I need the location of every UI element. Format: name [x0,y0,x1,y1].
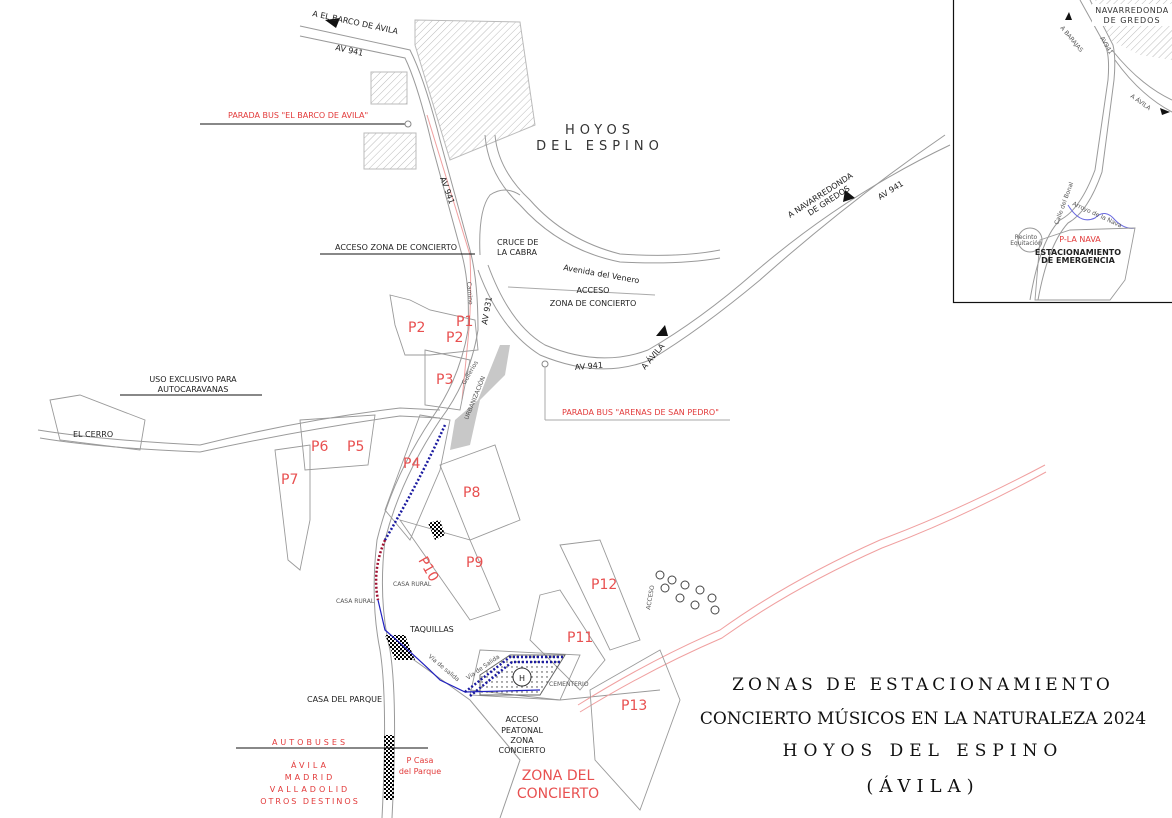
pedestrian-route-red [374,539,387,601]
access-label: ZONA DE CONCIERTO [550,299,637,308]
road-label-av931: AV 931 [480,296,494,325]
road-label-via-salida: Vía de salida [427,653,461,683]
p-casa-parque: P Casa [407,756,434,765]
bus-stripe [384,735,394,800]
parking-p3: P3 [436,372,453,388]
inset-parking: P-LA NAVA [1059,235,1101,244]
parking-p2: P2 [408,320,425,336]
p-casa-parque: del Parque [399,767,441,776]
access-label: ACCESO [577,286,610,295]
access-label: ACCESO ZONA DE CONCIERTO [335,243,457,252]
town-name: DEL ESPINO [536,139,664,154]
parking-p13: P13 [621,698,647,714]
taquillas-area [385,635,415,660]
town-block [363,132,417,170]
inset-emergency: DE EMERGENCIA [1041,256,1116,265]
pedestrian-access-label: PEATONAL [501,726,543,735]
road-label-venero: Avenida del Venero [563,263,641,285]
destination: MADRID [285,773,336,782]
bus-stop-arenas: PARADA BUS "ARENAS DE SAN PEDRO" [562,408,719,417]
inset-town-backdrop [1092,4,1172,26]
cruce-label: CRUCE DE [497,238,538,247]
bus-stop-barco: PARADA BUS "EL BARCO DE AVILA" [228,111,368,120]
parking-p9: P9 [466,555,483,571]
town-block [414,19,536,161]
autocaravanas-label: USO EXCLUSIVO PARA [149,375,237,384]
pedestrian-access-label: CONCIERTO [498,746,545,755]
inset-recinto: Equitación [1010,240,1042,247]
autobuses-label: AUTOBUSES [272,738,348,747]
concert-zone-label: CONCIERTO [517,786,599,802]
parking-p7: P7 [281,472,298,488]
destination: ÁVILA [291,759,329,770]
el-cerro-label: EL CERRO [73,430,113,439]
urbanization-block [450,345,510,450]
parking-p5: P5 [347,439,364,455]
town-block [370,71,408,105]
parking-p1: P1 [456,314,473,330]
parking-areas [49,294,681,811]
taquillas-label: TAQUILLAS [409,625,454,634]
parking-p2: P2 [446,330,463,346]
exit-route [377,599,541,693]
acceso-small-label: ACCESO [645,585,656,611]
parking-p12: P12 [591,577,617,593]
arrow-avila-icon [656,325,668,336]
casa-parque-label: CASA DEL PARQUE [307,695,382,704]
bus-stop-icon [541,360,549,368]
inset-town: DE GREDOS [1103,16,1160,25]
map-subtitle: CONCIERTO MÚSICOS EN LA NATURALEZA 2024 [700,708,1146,729]
inset-emergency: ESTACIONAMIENTO [1035,248,1121,257]
cruce-label: LA CABRA [497,248,537,257]
arrow-navarredonda-icon [843,190,855,202]
parking-p6: P6 [311,439,328,455]
inset-town: NAVARREDONDA [1095,6,1169,15]
map-title: ZONAS DE ESTACIONAMIENTO [732,675,1114,695]
cementerio-label: CEMENTERIO [549,681,589,688]
direction-avila: A ÁVILA [638,340,667,371]
road-label-camino: Camino [465,282,474,306]
road-label-av941: AV 941 [335,43,365,58]
inset-map-la-nava: NAVARREDONDA DE GREDOS A BARAJAS AV941 A… [952,0,1172,304]
casa-rural-label: CASA RURAL [393,581,432,588]
inset-recinto: Recinto [1015,234,1038,241]
pedestrian-access-label: ZONA [510,736,534,745]
leader-line [507,286,656,296]
pedestrian-route-blue [383,424,447,541]
town-name: HOYOS [565,123,635,138]
parking-p11: P11 [567,630,593,646]
bus-stop-icon [404,120,412,128]
map-town: HOYOS DEL ESPINO [783,741,1064,761]
casa-rural-label: CASA RURAL [336,598,375,605]
autocaravanas-label: AUTOCARAVANAS [158,385,229,394]
pedestrian-route-blue [464,655,565,697]
destination: OTROS DESTINOS [260,797,360,806]
destination: VALLADOLID [270,785,350,794]
pedestrian-access-label: ACCESO [506,715,539,724]
parking-p4: P4 [403,456,420,472]
rock-cluster [655,570,720,615]
checker-area [428,520,445,540]
map-province: (ÁVILA) [866,774,979,797]
road-label-av941: AV 941 [574,361,603,372]
heliport-icon [512,667,532,687]
parking-p8: P8 [463,485,480,501]
concert-zone-label: ZONA DEL [522,768,595,784]
arrow-barco-icon [325,18,340,28]
heliport-label: H [519,674,525,683]
